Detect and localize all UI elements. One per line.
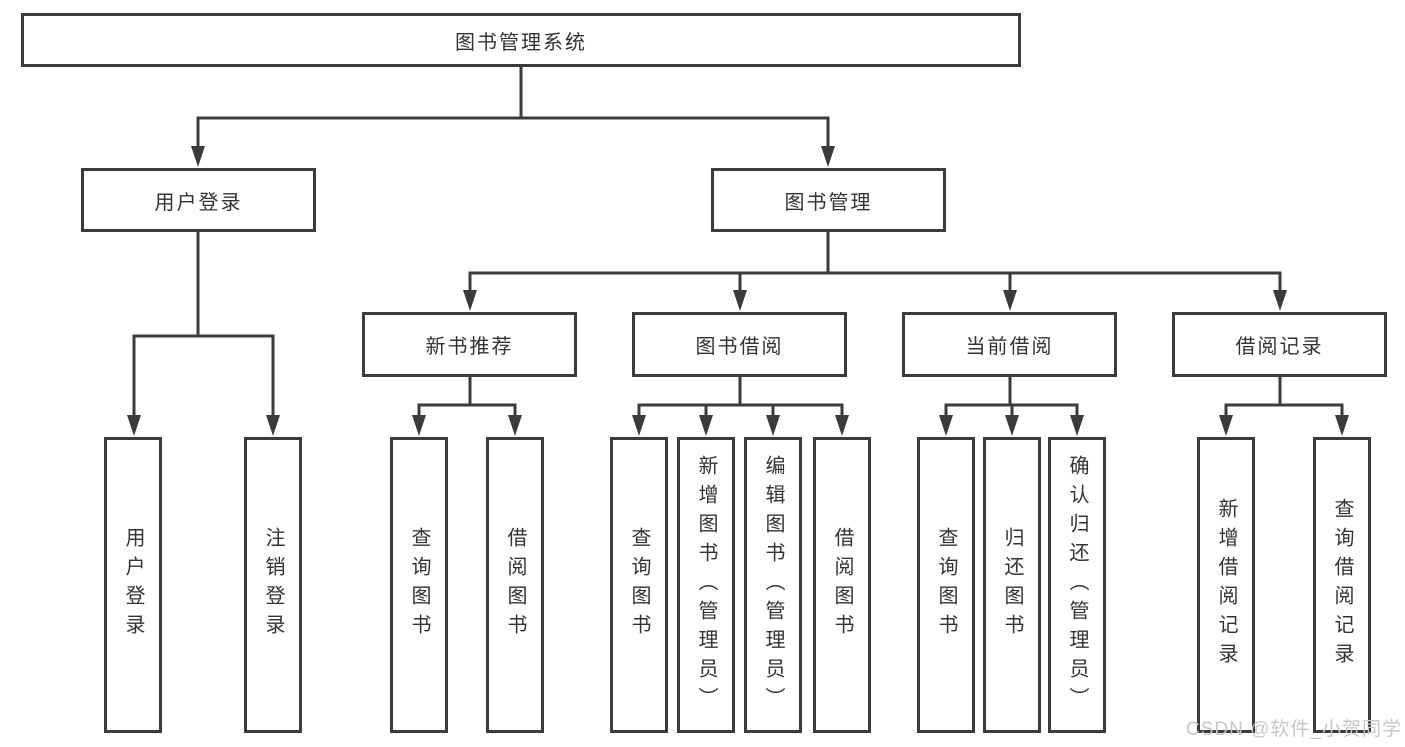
leaf-query-books-current-label: 查询图书	[935, 527, 957, 643]
node-book-borrow-label: 图书借阅	[695, 336, 784, 358]
leaf-user-login: 用户登录	[104, 437, 162, 733]
leaf-add-borrow-record-label: 新增借阅记录	[1215, 498, 1237, 672]
node-book-management: 图书管理	[711, 168, 946, 232]
leaf-logout: 注销登录	[244, 437, 302, 733]
node-book-management-label: 图书管理	[784, 191, 873, 214]
leaf-borrow-books-label: 借阅图书	[831, 527, 853, 643]
node-new-book-recommend-label: 新书推荐	[425, 336, 514, 358]
leaf-borrow-books: 借阅图书	[813, 437, 871, 733]
leaf-query-borrow-record: 查询借阅记录	[1313, 437, 1371, 733]
leaf-borrow-books-recommend: 借阅图书	[486, 437, 544, 733]
leaf-confirm-return-admin: 确认归还（管理员）	[1048, 437, 1106, 733]
connector-paths	[132, 67, 1344, 417]
leaf-add-borrow-record: 新增借阅记录	[1197, 437, 1255, 733]
leaf-edit-book-admin-label: 编辑图书（管理员）	[762, 454, 784, 716]
leaf-query-books-borrow: 查询图书	[610, 437, 668, 733]
leaf-logout-label: 注销登录	[262, 527, 284, 643]
arrowheads	[127, 146, 1349, 436]
node-new-book-recommend: 新书推荐	[362, 312, 577, 377]
leaf-query-books-recommend: 查询图书	[390, 437, 448, 733]
leaf-query-books-current: 查询图书	[917, 437, 975, 733]
leaf-add-book-admin: 新增图书（管理员）	[677, 437, 735, 733]
node-borrow-records-label: 借阅记录	[1235, 336, 1324, 358]
node-current-borrow-label: 当前借阅	[965, 336, 1054, 358]
leaf-return-book-label: 归还图书	[1001, 527, 1023, 643]
leaf-confirm-return-admin-label: 确认归还（管理员）	[1066, 454, 1088, 716]
leaf-query-books-borrow-label: 查询图书	[628, 527, 650, 643]
node-root-label: 图书管理系统	[455, 31, 587, 54]
node-root: 图书管理系统	[21, 13, 1021, 67]
leaf-query-books-recommend-label: 查询图书	[408, 527, 430, 643]
node-book-borrow: 图书借阅	[632, 312, 847, 377]
node-borrow-records: 借阅记录	[1172, 312, 1387, 377]
node-user-login-label: 用户登录	[154, 191, 243, 214]
leaf-user-login-label: 用户登录	[122, 527, 144, 643]
leaf-edit-book-admin: 编辑图书（管理员）	[744, 437, 802, 733]
leaf-return-book: 归还图书	[983, 437, 1041, 733]
leaf-borrow-books-recommend-label: 借阅图书	[504, 527, 526, 643]
watermark: CSDN @软件_小贺同学	[1186, 719, 1402, 740]
leaf-query-borrow-record-label: 查询借阅记录	[1331, 498, 1353, 672]
leaf-add-book-admin-label: 新增图书（管理员）	[695, 454, 717, 716]
node-current-borrow: 当前借阅	[902, 312, 1117, 377]
node-user-login: 用户登录	[81, 168, 316, 232]
